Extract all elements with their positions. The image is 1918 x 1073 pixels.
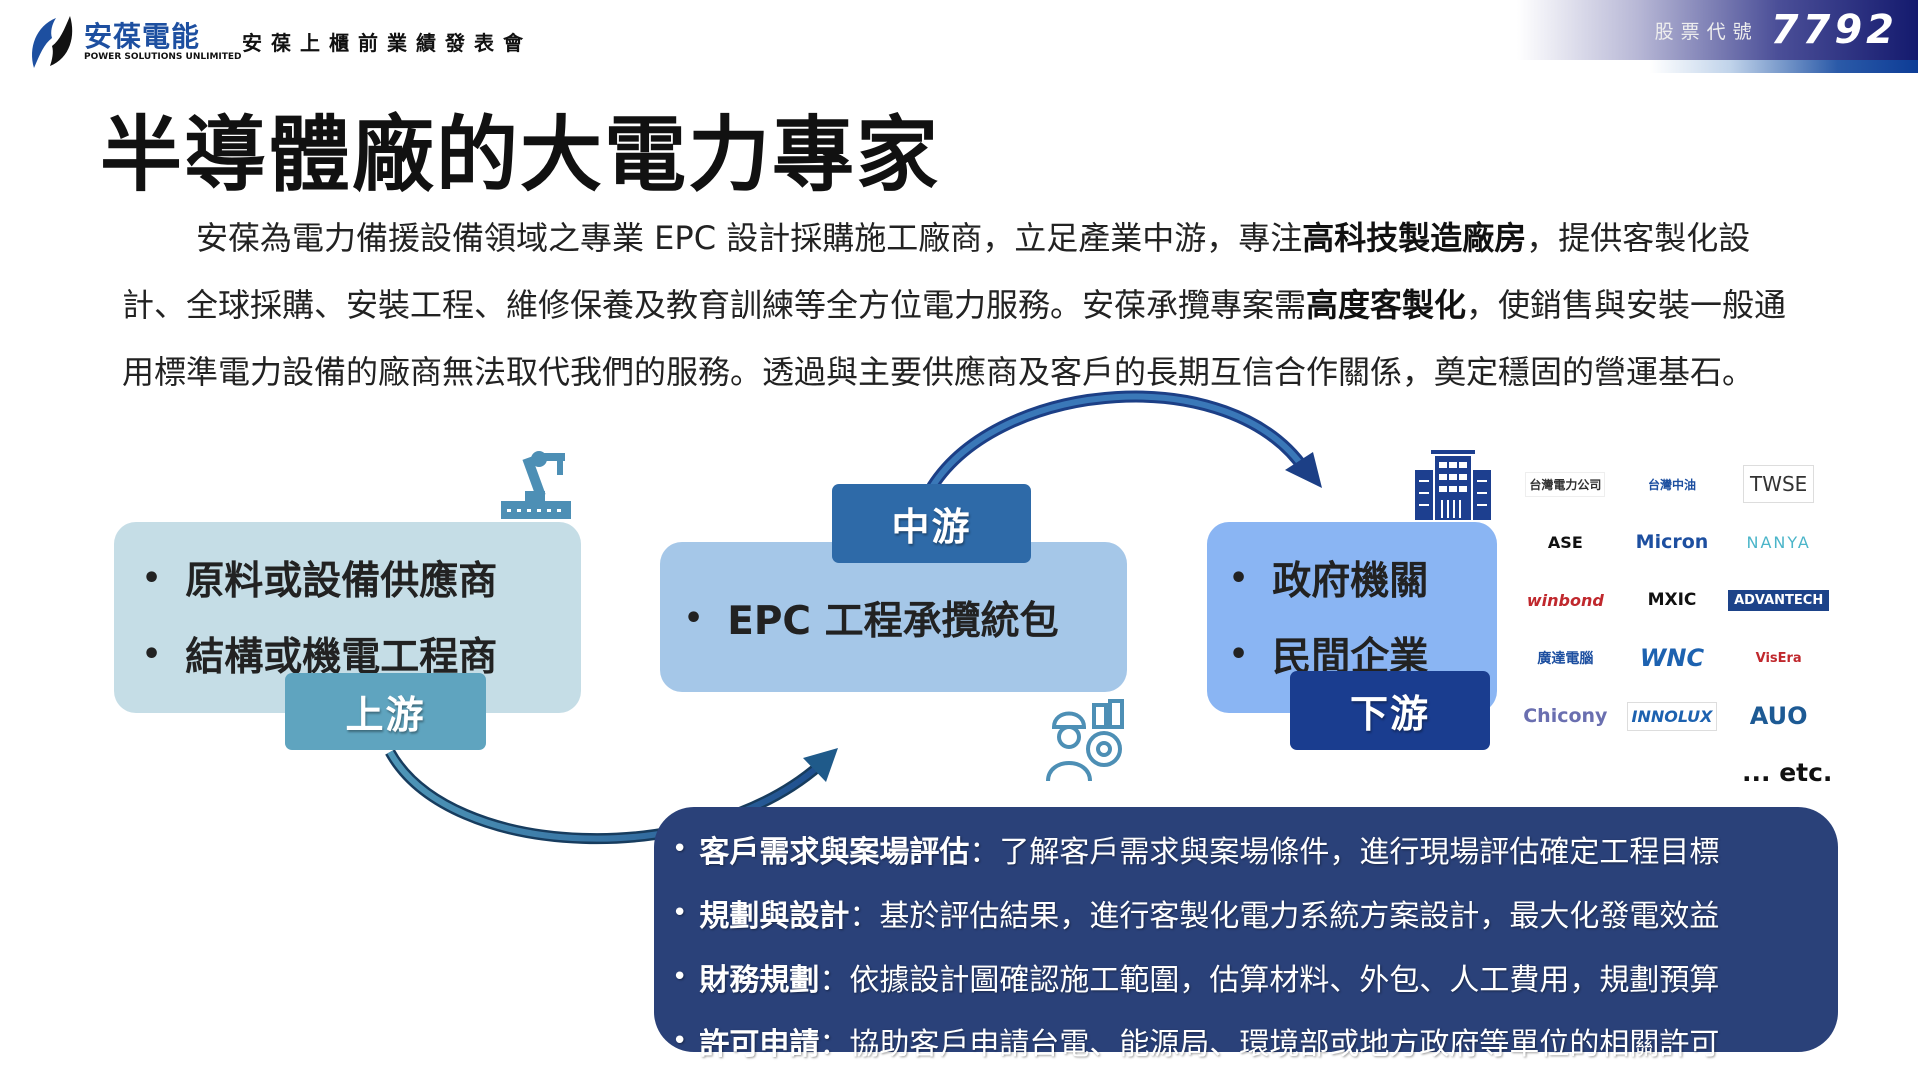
engineer-worker-icon bbox=[1046, 699, 1124, 782]
upstream-item: 原料或設備供應商 bbox=[142, 540, 497, 616]
brand-name: 安葆電能 bbox=[84, 19, 201, 53]
header-accent-bar bbox=[1650, 60, 1918, 73]
service-item: 許可申請：協助客戶申請台電、能源局、環境部或地方政府等單位的相關許可 bbox=[672, 1009, 1820, 1073]
service-item: 規劃與設計：基於評估結果，進行客製化電力系統方案設計，最大化發電效益 bbox=[672, 881, 1820, 945]
client-logo-chicony: Chicony bbox=[1523, 705, 1608, 727]
midstream-item: EPC 工程承攬統包 bbox=[684, 580, 1058, 656]
client-logos: 台灣電力公司 台灣中油 TWSE ASE Micron NANYA winbon… bbox=[1512, 455, 1832, 745]
stock-label: 股票代號 bbox=[1654, 20, 1759, 43]
upstream-item: 結構或機電工程商 bbox=[142, 616, 497, 692]
midstream-label: 中游 bbox=[832, 484, 1031, 563]
intro-text: 安葆為電力備援設備領域之專業 EPC 設計採購施工廠商，立足產業中游，專注 bbox=[196, 219, 1303, 257]
service-desc: ：基於評估結果，進行客製化電力系統方案設計，最大化發電效益 bbox=[849, 899, 1720, 934]
page-title: 半導體廠的大電力專家 bbox=[100, 108, 941, 203]
client-logo-winbond: winbond bbox=[1526, 590, 1604, 610]
intro-text: ，使銷售與安裝一般通用標準電力設備的廠商無法取代我們的服務。透過與主要供應商及客… bbox=[122, 286, 1787, 391]
service-title: 客戶需求與案場評估 bbox=[699, 835, 970, 870]
client-logo-nanya: NANYA bbox=[1746, 532, 1811, 552]
downstream-item: 政府機關 bbox=[1229, 540, 1428, 616]
service-desc: ：了解客戶需求與案場條件，進行現場評估確定工程目標 bbox=[969, 835, 1720, 870]
service-title: 財務規劃 bbox=[699, 963, 820, 998]
service-desc: ：協助客戶申請台電、能源局、環境部或地方政府等單位的相關許可 bbox=[819, 1027, 1720, 1062]
downstream-label: 下游 bbox=[1290, 671, 1490, 750]
client-logo-twse: TWSE bbox=[1742, 465, 1815, 503]
company-logo: 安葆電能 POWER SOLUTIONS UNLIMITED bbox=[26, 14, 242, 70]
client-logo-visera: VisEra bbox=[1755, 650, 1802, 666]
client-logo-advantech: ADVANTECH bbox=[1728, 589, 1830, 611]
intro-text: ，提供客製化設計、全球採購、安裝工程、維修保養及教育訓練等全方位電力服務。安葆承… bbox=[122, 219, 1751, 324]
event-title: 安葆上櫃前業績發表會 bbox=[242, 31, 532, 55]
service-list: 客戶需求與案場評估：了解客戶需求與案場條件，進行現場評估確定工程目標 規劃與設計… bbox=[654, 807, 1838, 1062]
service-item: 客戶需求與案場評估：了解客戶需求與案場條件，進行現場評估確定工程目標 bbox=[672, 817, 1820, 881]
intro-highlight: 高科技製造廠房 bbox=[1302, 219, 1527, 257]
midstream-box: EPC 工程承攬統包 bbox=[660, 542, 1127, 692]
client-logo-micron: Micron bbox=[1635, 531, 1709, 553]
upstream-label: 上游 bbox=[285, 673, 486, 750]
client-logo-innolux: INNOLUX bbox=[1626, 701, 1718, 731]
client-logo-wnc: WNC bbox=[1639, 644, 1705, 672]
arrow-mid-to-down-icon bbox=[926, 390, 1310, 491]
logo-mark-icon bbox=[32, 16, 73, 68]
brand-tagline: POWER SOLUTIONS UNLIMITED bbox=[84, 51, 242, 62]
client-logo-taipower: 台灣電力公司 bbox=[1525, 471, 1606, 497]
client-logo-auo: AUO bbox=[1749, 702, 1808, 730]
service-title: 規劃與設計 bbox=[699, 899, 850, 934]
client-logo-cpc: 台灣中油 bbox=[1647, 477, 1696, 492]
service-desc: ：依據設計圖確認施工範圍，估算材料、外包、人工費用，規劃預算 bbox=[819, 963, 1720, 998]
building-icon bbox=[1415, 450, 1491, 520]
client-logo-ase: ASE bbox=[1547, 532, 1583, 552]
intro-highlight: 高度客製化 bbox=[1306, 286, 1467, 324]
service-item: 財務規劃：依據設計圖確認施工範圍，估算材料、外包、人工費用，規劃預算 bbox=[672, 945, 1820, 1009]
intro-paragraph: 安葆為電力備援設備領域之專業 EPC 設計採購施工廠商，立足產業中游，專注高科技… bbox=[122, 205, 1802, 406]
robot-arm-icon bbox=[501, 451, 571, 519]
etc-note: ... etc. bbox=[1742, 758, 1833, 787]
stock-code-banner: 股票代號 7792 bbox=[1517, 0, 1918, 60]
client-logo-quanta: 廣達電腦 bbox=[1537, 651, 1594, 667]
stock-code: 7792 bbox=[1770, 7, 1898, 53]
client-logo-mxic: MXIC bbox=[1647, 590, 1697, 610]
service-title: 許可申請 bbox=[699, 1027, 820, 1062]
